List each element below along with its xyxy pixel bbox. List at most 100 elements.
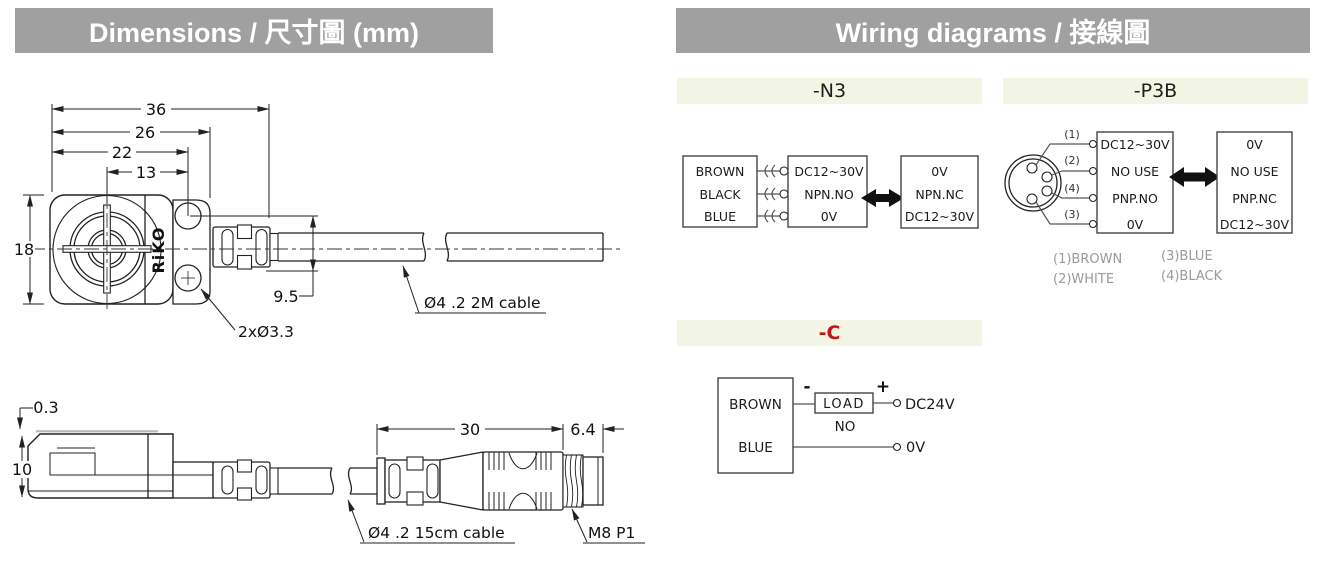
wiring-header: Wiring diagrams / 接線圖 [676, 8, 1310, 53]
c-wires [793, 402, 893, 448]
p3b-pin-1: (1) [1064, 128, 1080, 141]
p3b-sensor-box [1096, 131, 1174, 234]
wiring-title: Wiring diagrams / 接線圖 [835, 18, 1151, 48]
cable [278, 232, 604, 262]
connector-thread [562, 454, 604, 508]
m8-callout: M8 P1 [571, 508, 645, 544]
cable-15cm-label: Ø4 .2 15cm cable [368, 524, 505, 542]
p3b-alternate-box [1216, 131, 1293, 234]
dim-30-value: 30 [460, 420, 480, 439]
n3-terminal-dot-1 [779, 166, 789, 176]
p3b-legend-3: (3)BLUE [1161, 249, 1213, 264]
c-power-label: DC24V [905, 397, 955, 413]
centerlines [30, 186, 623, 312]
dim-13: 13 [106, 163, 189, 204]
mounting-ear [172, 199, 211, 305]
p3b-pin-4: (4) [1064, 182, 1080, 195]
c-label: -C [818, 322, 841, 344]
n3-sensor-box [787, 155, 868, 228]
p3b-legend-1: (1)BROWN [1053, 252, 1122, 267]
p3b-legend-2: (2)WHITE [1053, 272, 1114, 287]
c-minus-icon: - [803, 377, 810, 397]
p3b-swap-arrow-icon [1169, 167, 1220, 187]
dim-22-value: 22 [112, 143, 132, 162]
p3b-dot-2 [1089, 167, 1097, 175]
dim-22: 22 [51, 143, 189, 216]
n3-swap-arrow-icon [861, 189, 904, 207]
c-load-box [814, 392, 874, 414]
c-plus-icon: + [876, 377, 890, 397]
dim-36: 36 [51, 100, 270, 218]
n3-alt-3: DC12~30V [905, 209, 975, 224]
n3-terminal-2: NPN.NO [804, 187, 854, 202]
dim-6-4-value: 6.4 [570, 420, 595, 439]
p3b-terminal-1: DC12~30V [1100, 137, 1170, 152]
n3-terminal-dot-3 [779, 211, 789, 221]
n3-alt-1: 0V [931, 164, 948, 179]
cable-strain-relief [212, 224, 279, 270]
n3-alternate-box [900, 155, 979, 229]
dim-0-3: 0.3 [17, 398, 59, 430]
p3b-alt-2: NO USE [1230, 164, 1278, 179]
dim-0-3-value: 0.3 [33, 398, 58, 417]
side-cable-callout: Ø4 .2 15cm cable [347, 499, 515, 544]
n3-label: -N3 [812, 80, 847, 102]
p3b-dot-4 [1089, 194, 1097, 202]
c-wire-color-box [717, 377, 794, 474]
p3b-pin-2: (2) [1064, 154, 1080, 167]
dim-6-4: 6.4 [570, 420, 624, 453]
c-ground-dot [892, 442, 902, 452]
p3b-wiring-diagram: (1) (2) (4) (3) DC12~30V NO USE PNP.NO 0… [1004, 128, 1293, 287]
p3b-alt-3: PNP.NC [1232, 191, 1277, 206]
c-ground-label: 0V [906, 440, 925, 456]
c-wiring-diagram: BROWN BLUE LOAD NO - + DC24V 0V [717, 377, 955, 474]
c-wire-blue: BLUE [738, 440, 773, 456]
m8-label: M8 P1 [588, 524, 635, 542]
dim-18: 18 [13, 194, 44, 305]
p3b-label: -P3B [1133, 80, 1178, 102]
holes-callout: 2xØ3.3 [200, 288, 294, 341]
p3b-wires [1035, 143, 1091, 225]
dimensions-header: Dimensions / 尺寸圖 (mm) [15, 8, 493, 53]
n3-terminal-3: 0V [821, 209, 838, 224]
n3-wire-brown: BROWN [696, 164, 745, 179]
n3-wire-blue: BLUE [704, 209, 736, 224]
side-view-drawing: 0.3 10 30 6.4 Ø4 .2 15cm cable M8 P1 [11, 398, 645, 544]
p3b-terminal-2: NO USE [1111, 164, 1159, 179]
holes-label: 2xØ3.3 [238, 323, 294, 341]
dimensions-title: Dimensions / 尺寸圖 (mm) [88, 18, 420, 48]
side-cable [278, 467, 377, 495]
riko-logo: RiKO [149, 226, 168, 273]
n3-wire-color-box [682, 155, 758, 228]
n3-alt-2: NPN.NC [915, 187, 964, 202]
cable-callout: Ø4 .2 2M cable [402, 265, 546, 314]
n3-wire-black: BLACK [699, 187, 741, 202]
dim-10-value: 10 [12, 460, 32, 479]
c-wire-brown: BROWN [729, 397, 782, 413]
band-c: -C [677, 320, 982, 346]
dim-36-value: 36 [146, 100, 166, 119]
dim-30: 30 [376, 420, 564, 455]
p3b-pin-3: (3) [1064, 208, 1080, 221]
dim-18-value: 18 [14, 240, 34, 259]
c-output-type: NO [835, 419, 856, 435]
n3-terminal-1: DC12~30V [794, 164, 864, 179]
sensor-side-body [27, 430, 214, 499]
n3-wiring-diagram: BROWN BLACK BLUE DC12~30V NPN.NO 0V 0V N… [682, 155, 979, 229]
p3b-terminal-3: PNP.NO [1112, 191, 1158, 206]
side-strain-relief [212, 459, 279, 501]
p3b-dot-3 [1089, 220, 1097, 228]
band-p3b: -P3B [1003, 78, 1308, 104]
p3b-dot-1 [1089, 140, 1097, 148]
connector-knurl [482, 451, 564, 511]
n3-wires [757, 164, 786, 223]
c-power-dot [892, 398, 902, 408]
dim-13-value: 13 [136, 163, 156, 182]
p3b-alt-1: 0V [1246, 137, 1263, 152]
c-load-label: LOAD [823, 397, 865, 412]
cable-2m-label: Ø4 .2 2M cable [424, 294, 541, 312]
dim-10: 10 [11, 435, 34, 498]
band-n3: -N3 [677, 78, 982, 104]
connector-boot [376, 451, 484, 511]
